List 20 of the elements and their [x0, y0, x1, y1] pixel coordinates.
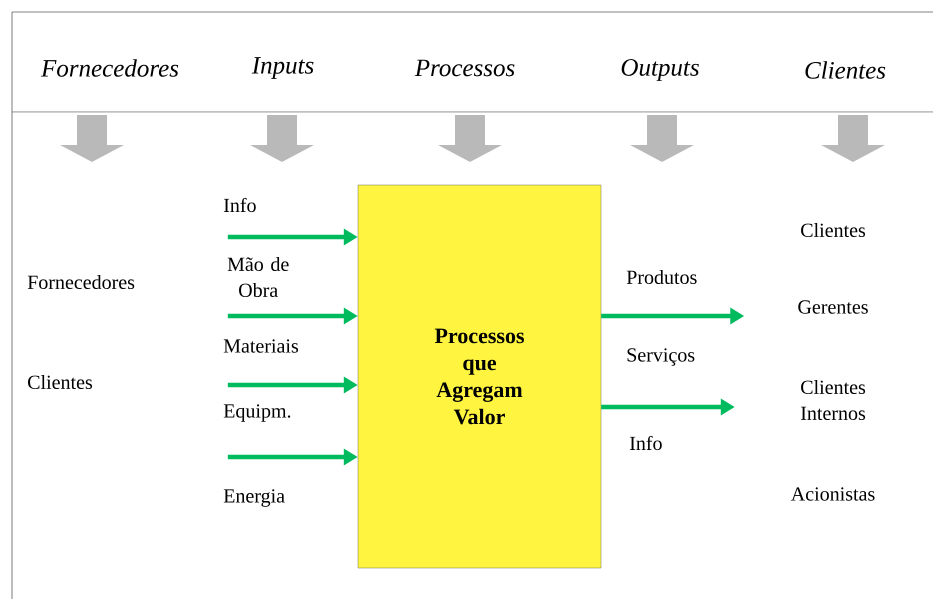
column-heading: Outputs	[622, 59, 699, 81]
output-label: Info	[630, 436, 662, 450]
input-label: Energia	[224, 489, 285, 507]
input-label: Materiais	[224, 339, 298, 353]
output-label: Serviços	[628, 348, 694, 366]
input-label: Info	[224, 198, 256, 212]
column-heading: Clientes	[805, 61, 886, 79]
process-box: Processos que Agregam Valor	[358, 184, 602, 568]
output-label: Produtos	[626, 270, 697, 284]
column-heading: Inputs	[252, 57, 314, 79]
input-label: Equipm.	[224, 404, 290, 422]
source-label: Clientes	[28, 374, 92, 390]
stakeholder-label: Clientes Internos	[800, 380, 866, 420]
column-heading: Fornecedores	[40, 59, 178, 77]
stakeholder-label: Gerentes	[798, 300, 868, 314]
stakeholder-label: Clientes	[801, 222, 866, 238]
source-label: Fornecedores	[28, 274, 134, 290]
stakeholder-label: Acionistas	[790, 487, 875, 501]
column-heading: Processos	[414, 60, 514, 76]
input-label: Mão de Obra	[228, 256, 289, 298]
